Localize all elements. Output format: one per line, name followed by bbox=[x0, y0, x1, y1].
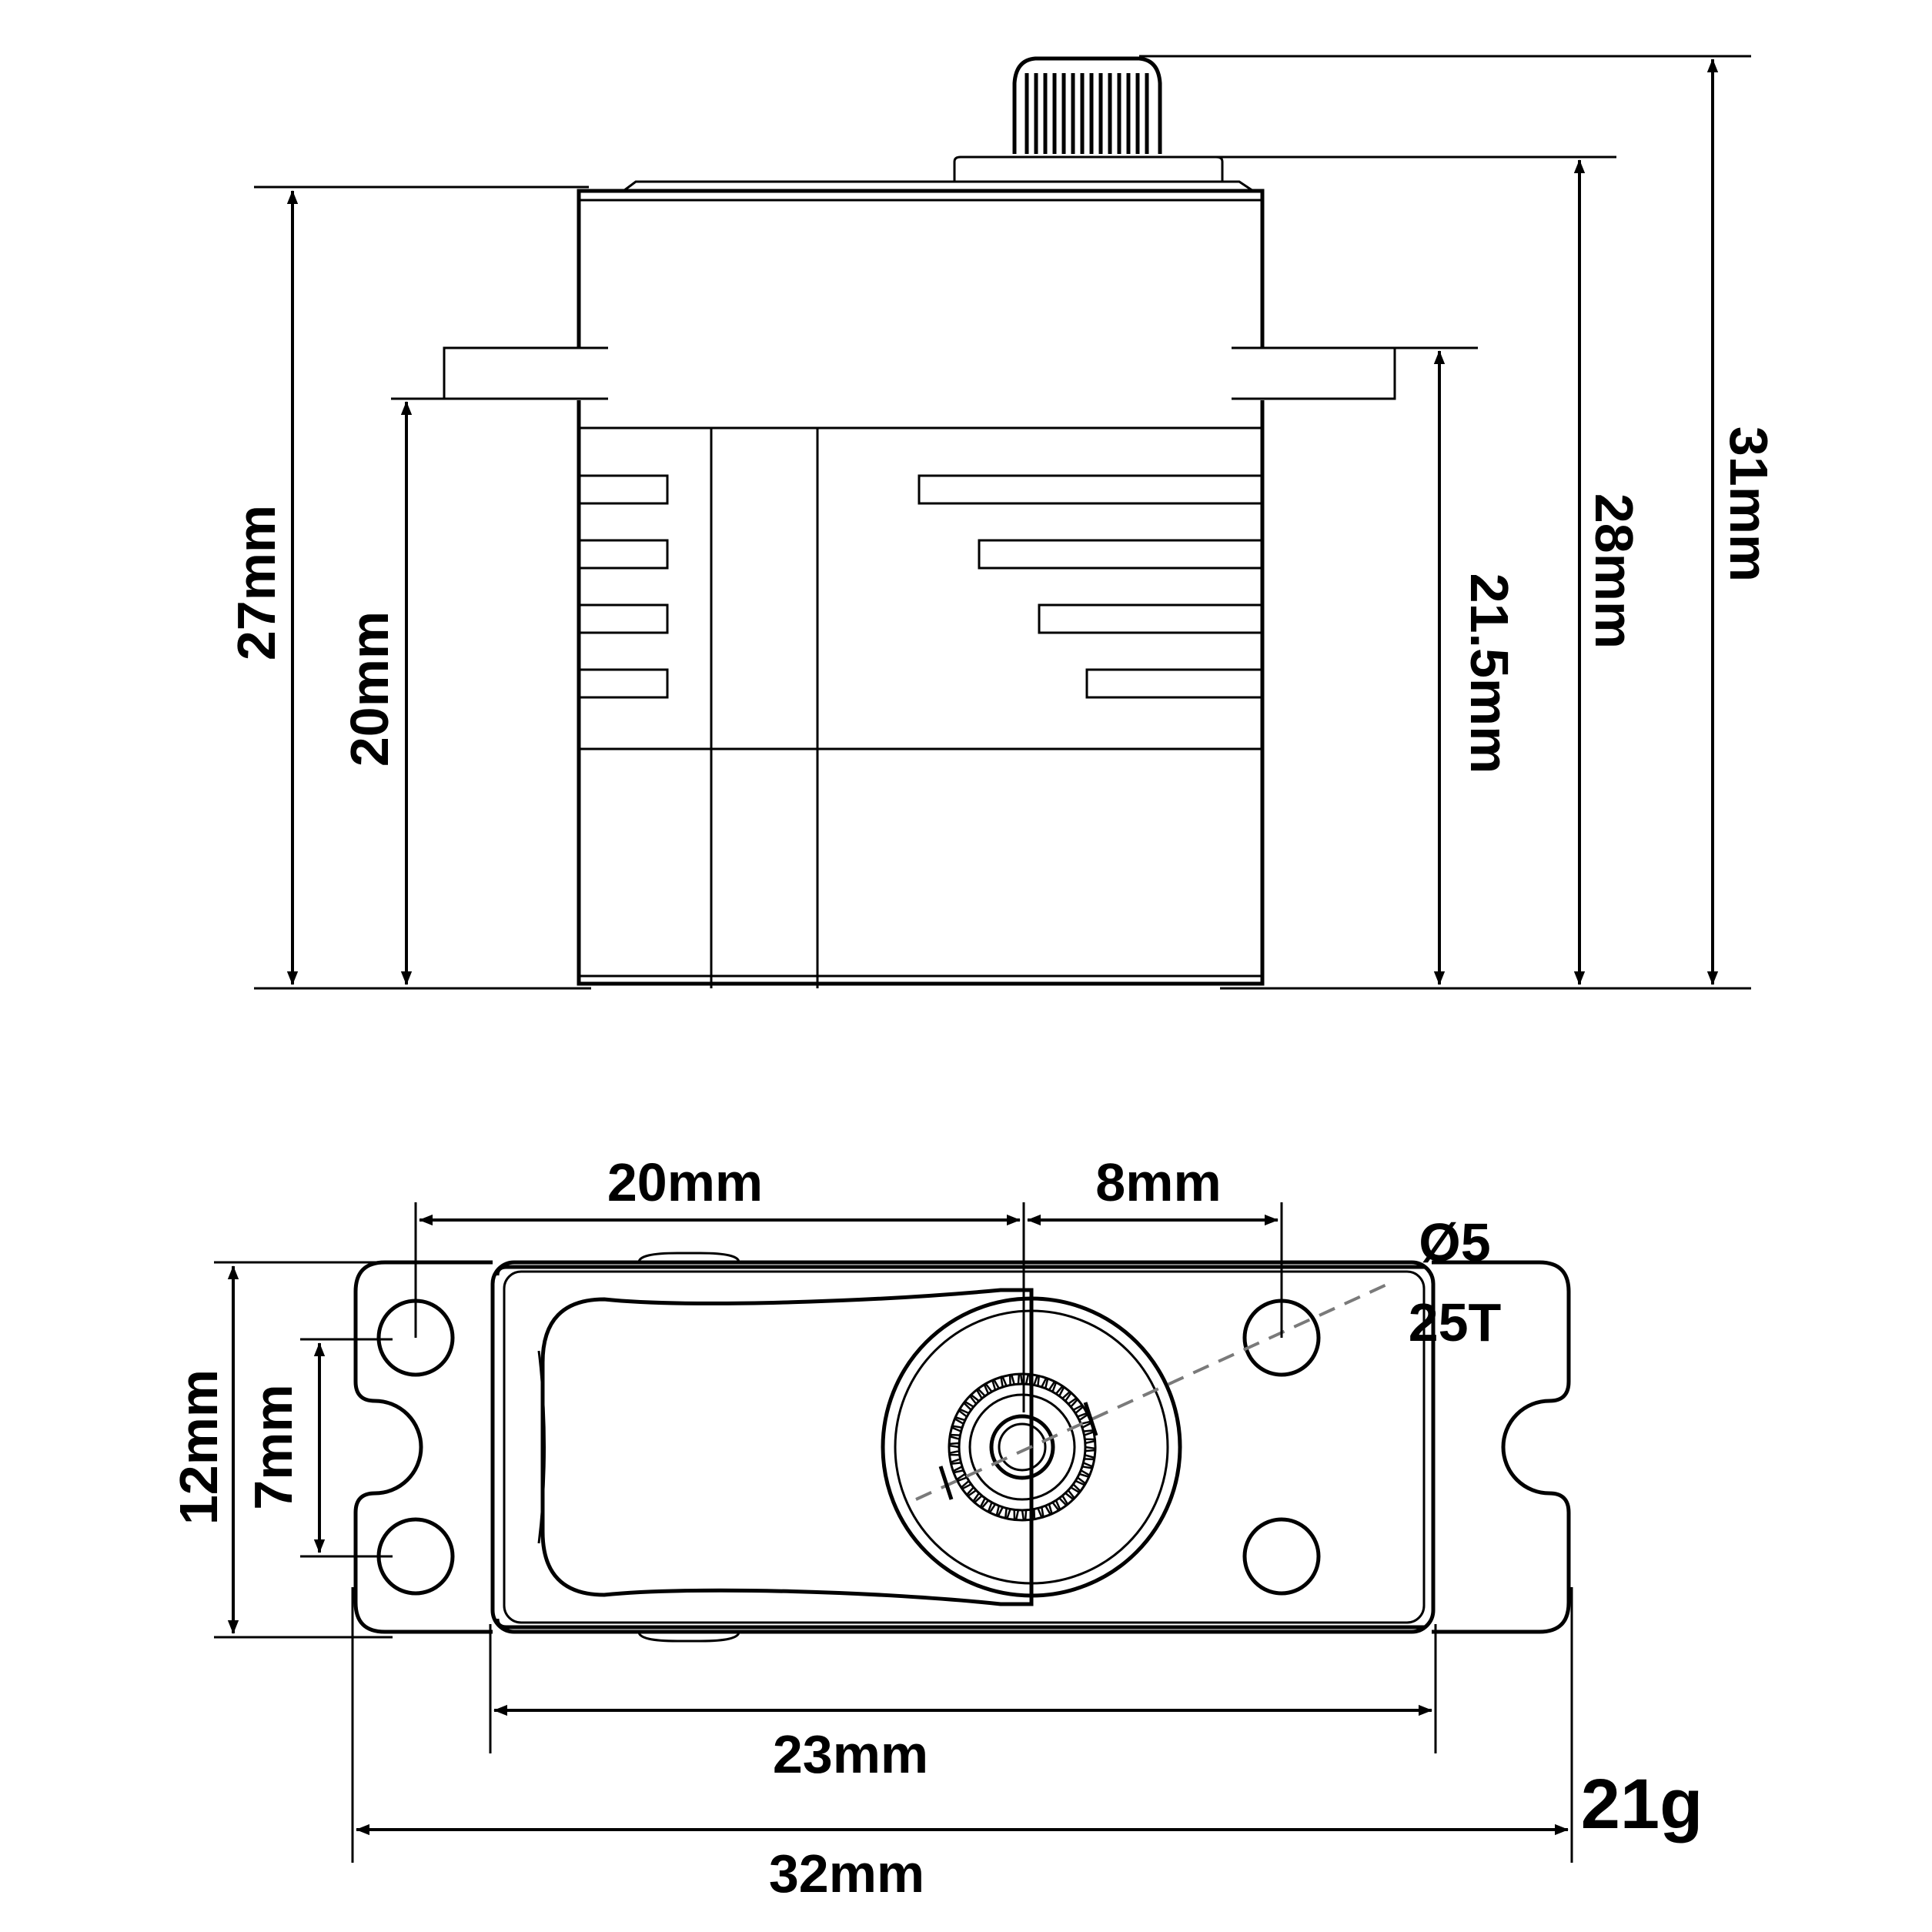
label-20mm-height: 20mm bbox=[339, 611, 399, 767]
label-23mm: 23mm bbox=[773, 1724, 928, 1784]
label-32mm: 32mm bbox=[769, 1843, 924, 1904]
gear-top-plate bbox=[953, 155, 1224, 182]
case-top-outline bbox=[490, 1260, 1436, 1634]
label-spline-teeth: 25T bbox=[1409, 1292, 1502, 1352]
label-7mm: 7mm bbox=[243, 1384, 303, 1509]
label-27mm: 27mm bbox=[226, 505, 286, 660]
label-recess bbox=[540, 1288, 1034, 1606]
label-8mm: 8mm bbox=[1095, 1152, 1221, 1212]
label-31mm: 31mm bbox=[1719, 426, 1779, 582]
servo-case bbox=[577, 189, 1265, 986]
label-28mm: 28mm bbox=[1584, 493, 1644, 649]
case-top-inner bbox=[503, 1270, 1426, 1624]
label-21-5mm: 21.5mm bbox=[1459, 573, 1519, 774]
output-gear bbox=[881, 1296, 1182, 1598]
side-view: 27mm 20mm 21.5mm 28mm 31mm bbox=[226, 55, 1779, 990]
mounting-flange bbox=[443, 346, 1396, 400]
mounting-ear-outline bbox=[353, 1260, 1571, 1634]
output-spline-shaft bbox=[1012, 56, 1162, 154]
label-20mm-hole-to-shaft: 20mm bbox=[607, 1152, 763, 1212]
top-cover-lip bbox=[623, 180, 1254, 192]
cooling-fins bbox=[577, 474, 1264, 699]
mounting-hole-bottom-right bbox=[1242, 1517, 1321, 1596]
spline-callout-line bbox=[915, 1281, 1392, 1501]
label-spline-diameter: Ø5 bbox=[1419, 1212, 1490, 1272]
weight-label: 21g bbox=[1581, 1765, 1703, 1843]
top-view: 20mm 8mm 12mm 7mm 23mm 32mm Ø5 25T bbox=[169, 1152, 1573, 1904]
label-12mm: 12mm bbox=[169, 1369, 229, 1525]
mounting-holes bbox=[376, 1299, 1321, 1596]
